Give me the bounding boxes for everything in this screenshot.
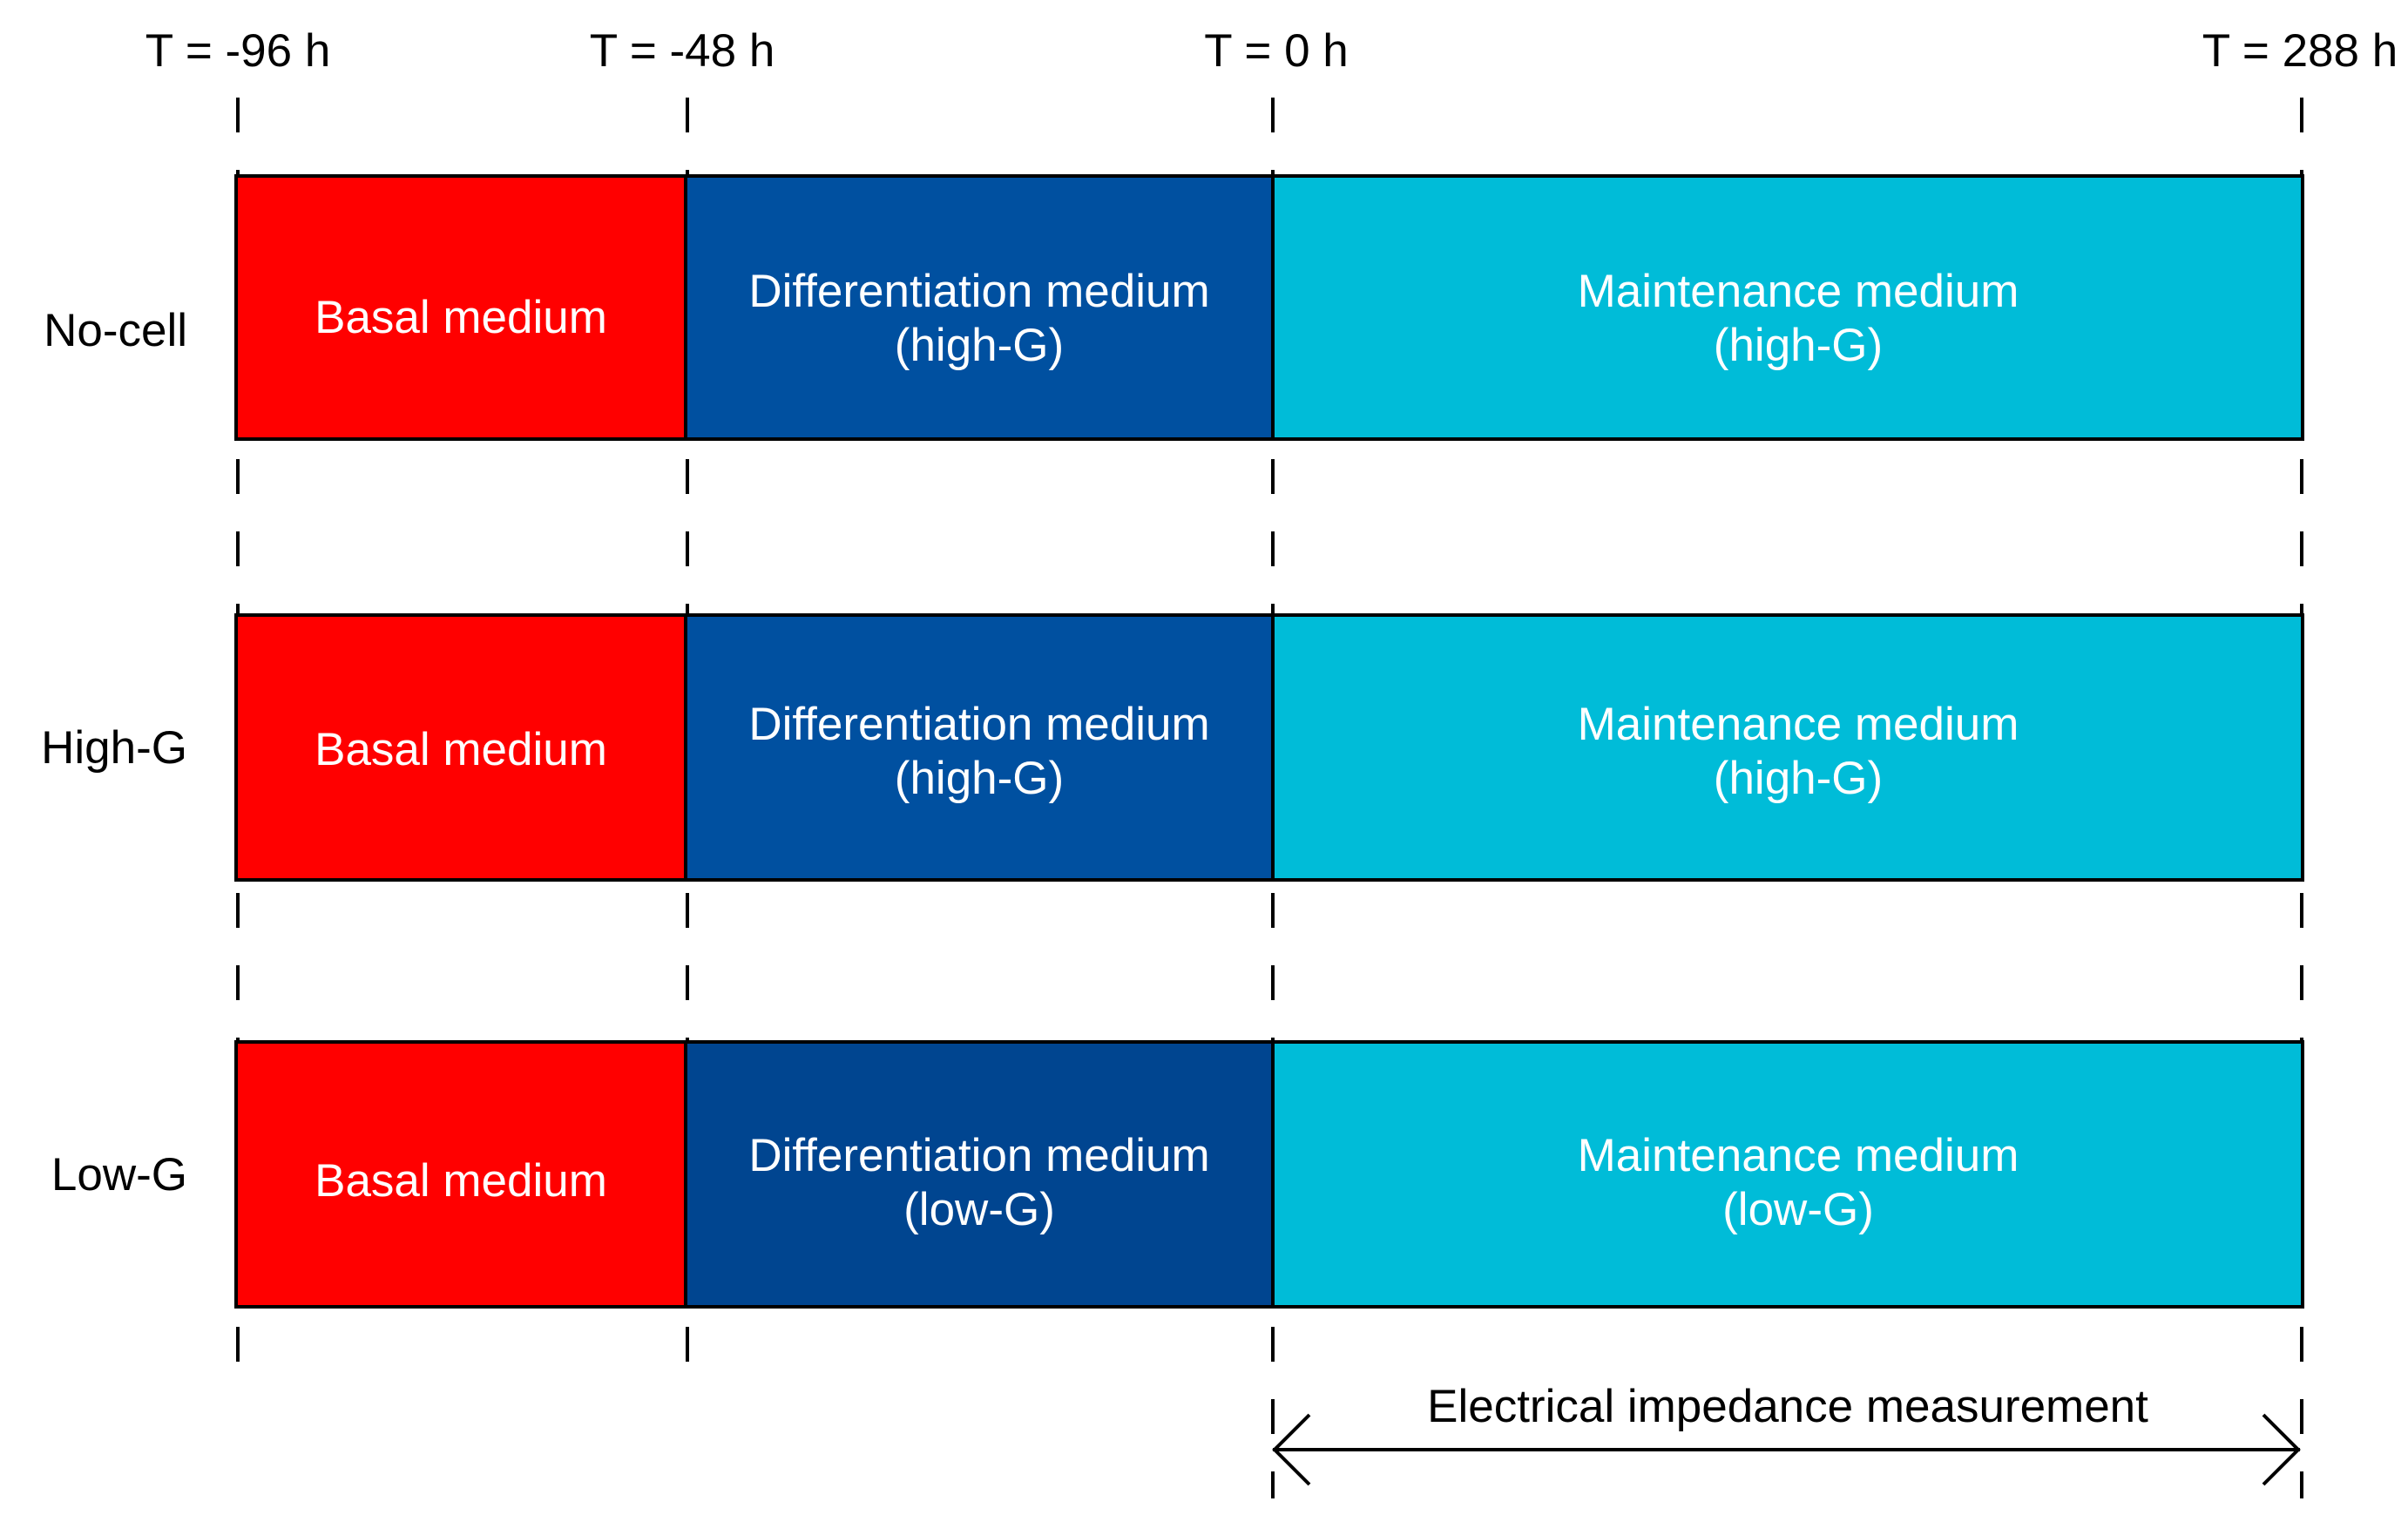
maintenance-medium-label: Maintenance medium — [1578, 1130, 2019, 1181]
arrow-left-head-icon — [1272, 1413, 1311, 1486]
row-no-cell: No-cell Basal medium Differentiation med… — [44, 174, 2304, 441]
maintenance-medium-block — [1271, 174, 2304, 441]
basal-medium-block — [234, 613, 687, 882]
differentiation-medium-condition: (high-G) — [895, 320, 1064, 371]
time-label-minus-96: T = -96 h — [145, 25, 331, 77]
row-label-no-cell: No-cell — [44, 305, 187, 356]
measurement-range: Electrical impedance measurement — [1272, 1381, 2301, 1486]
differentiation-medium-label: Differentiation medium — [748, 699, 1209, 750]
row-label-high-g: High-G — [41, 722, 187, 774]
differentiation-medium-label: Differentiation medium — [748, 266, 1209, 317]
maintenance-medium-condition: (low-G) — [1722, 1184, 1874, 1235]
differentiation-medium-block — [684, 174, 1275, 441]
differentiation-medium-block — [684, 1040, 1275, 1309]
arrow-right-head-icon — [2262, 1413, 2301, 1486]
maintenance-medium-label: Maintenance medium — [1578, 266, 2019, 317]
maintenance-medium-label: Maintenance medium — [1578, 699, 2019, 750]
row-low-g: Low-G Basal medium Differentiation mediu… — [51, 1040, 2304, 1309]
measurement-range-label: Electrical impedance measurement — [1427, 1381, 2148, 1432]
row-high-g: High-G Basal medium Differentiation medi… — [41, 613, 2304, 882]
basal-medium-label: Basal medium — [315, 724, 607, 775]
maintenance-medium-block — [1271, 613, 2304, 882]
time-label-minus-48: T = -48 h — [590, 25, 775, 77]
differentiation-medium-condition: (low-G) — [903, 1184, 1055, 1235]
basal-medium-label: Basal medium — [315, 1155, 607, 1207]
basal-medium-block — [234, 1040, 687, 1309]
basal-medium-label: Basal medium — [315, 292, 607, 343]
maintenance-medium-block — [1271, 1040, 2304, 1309]
row-label-low-g: Low-G — [51, 1149, 187, 1201]
time-label-288: T = 288 h — [2202, 25, 2398, 77]
time-label-zero: T = 0 h — [1204, 25, 1349, 77]
differentiation-medium-block — [684, 613, 1275, 882]
maintenance-medium-condition: (high-G) — [1714, 753, 1883, 804]
basal-medium-block — [234, 174, 687, 441]
differentiation-medium-condition: (high-G) — [895, 753, 1064, 804]
maintenance-medium-condition: (high-G) — [1714, 320, 1883, 371]
differentiation-medium-label: Differentiation medium — [748, 1130, 1209, 1181]
